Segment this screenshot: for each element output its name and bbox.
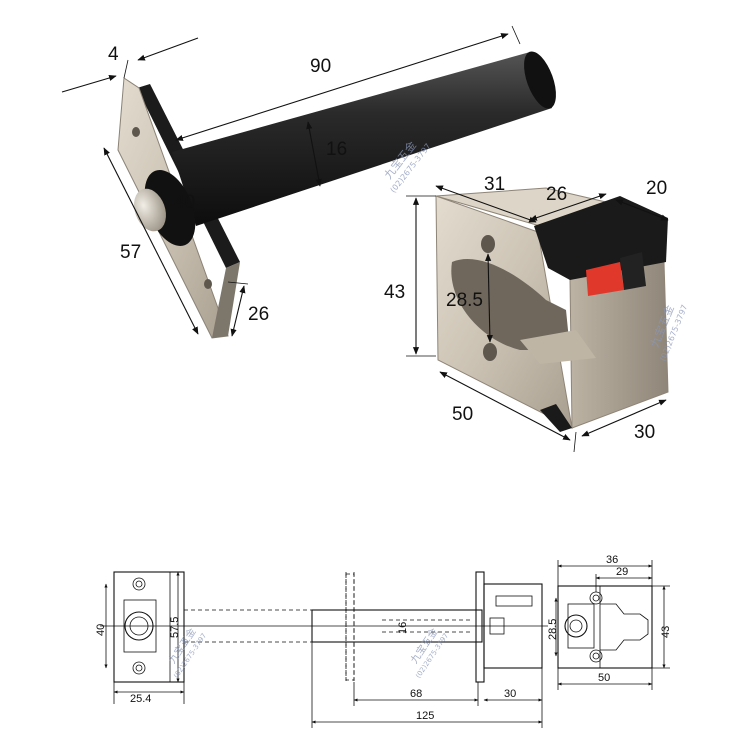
- screw-hole-bottom: [204, 279, 212, 289]
- dim-stroke: 68: [410, 688, 422, 700]
- latch-box-photo: [435, 187, 669, 432]
- dim-box-length: 50: [452, 404, 473, 425]
- dim-box-slot: 26: [546, 184, 567, 205]
- dim-plate-hole-spacing: 40: [95, 624, 107, 636]
- dim-plate-height: 57: [120, 242, 141, 263]
- dim-total-length: 125: [416, 710, 434, 722]
- box-hole-top: [481, 235, 495, 253]
- dim-tube-length: 90: [310, 56, 331, 77]
- drawing-tube: [311, 609, 483, 643]
- drawing-side-view: 16 68 30 125: [311, 571, 543, 728]
- tube-end: [524, 51, 556, 109]
- dim-box-inner: 29: [616, 566, 628, 578]
- plate-edge: [212, 262, 240, 338]
- dim-hole-spacing: 28.5: [446, 290, 483, 311]
- dim-tube-diameter: 16: [397, 622, 409, 634]
- dim-tube-diameter: 16: [326, 139, 347, 160]
- dim-box-width: 36: [606, 554, 618, 566]
- box-cutout: [451, 258, 570, 350]
- box-hole-bottom: [483, 343, 497, 361]
- drawing-flange: [475, 571, 485, 683]
- screw-hole-top: [132, 127, 140, 137]
- dim-box-height: 43: [660, 626, 672, 638]
- drawing-body: [483, 583, 543, 669]
- drawing-plate-view: 40 57.5 25.4: [95, 571, 185, 705]
- dim-body-length: 30: [504, 688, 516, 700]
- dim-plate-width: 26: [248, 304, 269, 325]
- drawing-box-view: 36 29 28.5 43 50: [547, 554, 672, 690]
- inner-tongue: [520, 330, 596, 364]
- dim-bolt-diameter: 40: [174, 192, 195, 213]
- latch-red: [586, 262, 624, 296]
- dim-box-length: 50: [598, 672, 610, 684]
- dim-flange-thickness: 4: [108, 44, 119, 65]
- dim-box-depth-bottom: 30: [634, 422, 655, 443]
- dim-box-depth-top: 20: [646, 178, 667, 199]
- dim-plate-width: 25.4: [130, 693, 151, 705]
- dim-box-width-top: 31: [484, 174, 505, 195]
- dim-box-height: 43: [384, 282, 405, 303]
- latch-black: [620, 252, 646, 290]
- technical-drawing: 40 57.5 25.4 16 68: [95, 554, 672, 728]
- dim-plate-height: 57.5: [169, 617, 181, 638]
- dim-box-hole-spacing: 28.5: [547, 619, 559, 640]
